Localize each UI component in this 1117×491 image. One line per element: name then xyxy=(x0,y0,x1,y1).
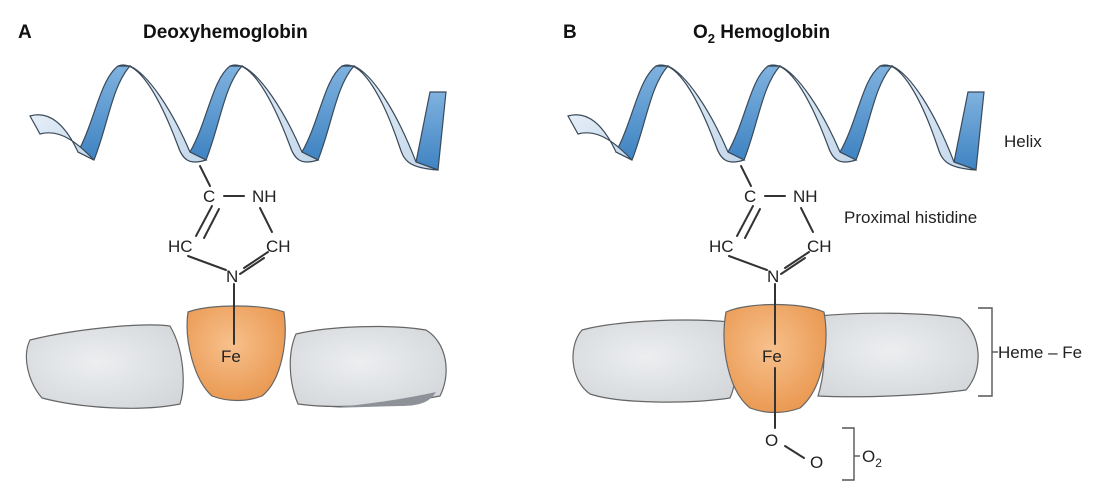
atom-n: N xyxy=(226,267,238,286)
helix-front-strand xyxy=(567,114,633,161)
heme-right-shadow xyxy=(330,392,436,408)
label-o2: O2 xyxy=(862,447,882,470)
helix-back-strand xyxy=(615,65,670,161)
heme-right-plate xyxy=(289,325,447,408)
helix-back-strand xyxy=(727,65,782,161)
atom-o1: O xyxy=(765,431,778,450)
atom-fe: Fe xyxy=(762,347,782,366)
panel-a-histidine: C NH HC CH N xyxy=(168,165,291,286)
panel-b: B O2 Hemoglobin C NH HC CH xyxy=(563,22,1082,481)
atom-n: N xyxy=(767,267,779,286)
heme-left-plate xyxy=(25,324,184,409)
label-proximal-histidine: Proximal histidine xyxy=(844,208,977,227)
helix-back-strand xyxy=(953,91,985,171)
atom-nh: NH xyxy=(793,187,818,206)
panel-b-letter: B xyxy=(563,22,577,43)
heme-left-plate xyxy=(572,319,737,403)
helix-back-strand xyxy=(77,65,132,161)
label-helix: Helix xyxy=(1004,132,1042,151)
helix-front-strand xyxy=(29,114,95,161)
atom-hc: HC xyxy=(168,237,193,256)
helix-back-strand xyxy=(189,65,244,161)
helix-back-strand xyxy=(415,91,447,171)
helix-front-strand xyxy=(655,64,746,163)
atom-c: C xyxy=(203,187,215,206)
atom-ch: CH xyxy=(266,237,291,256)
iron-block xyxy=(186,305,286,402)
helix-front-strand xyxy=(879,64,977,171)
atom-c: C xyxy=(744,187,756,206)
label-heme-fe: Heme – Fe xyxy=(998,343,1082,362)
helix-back-strand xyxy=(301,65,356,161)
panel-a: A Deoxyhemoglobin C NH HC CH xyxy=(18,22,447,409)
atom-nh: NH xyxy=(252,187,277,206)
panel-a-helix xyxy=(29,64,447,171)
panel-b-histidine: C NH HC CH N xyxy=(709,165,832,286)
atom-ch: CH xyxy=(807,237,832,256)
panel-a-letter: A xyxy=(18,22,32,43)
helix-front-strand xyxy=(229,64,320,163)
atom-fe: Fe xyxy=(221,347,241,366)
atom-o2: O xyxy=(810,453,823,472)
helix-back-strand xyxy=(839,65,894,161)
panel-a-title: Deoxyhemoglobin xyxy=(143,22,308,43)
atom-hc: HC xyxy=(709,237,734,256)
o2-bracket xyxy=(842,427,860,481)
helix-front-strand xyxy=(767,64,858,163)
helix-front-strand xyxy=(341,64,439,171)
heme-right-plate xyxy=(817,312,979,398)
iron-block xyxy=(723,303,827,414)
panel-b-helix xyxy=(567,64,985,171)
panel-b-title: O2 Hemoglobin xyxy=(693,22,830,46)
heme-bracket xyxy=(978,307,998,397)
helix-front-strand xyxy=(117,64,208,163)
